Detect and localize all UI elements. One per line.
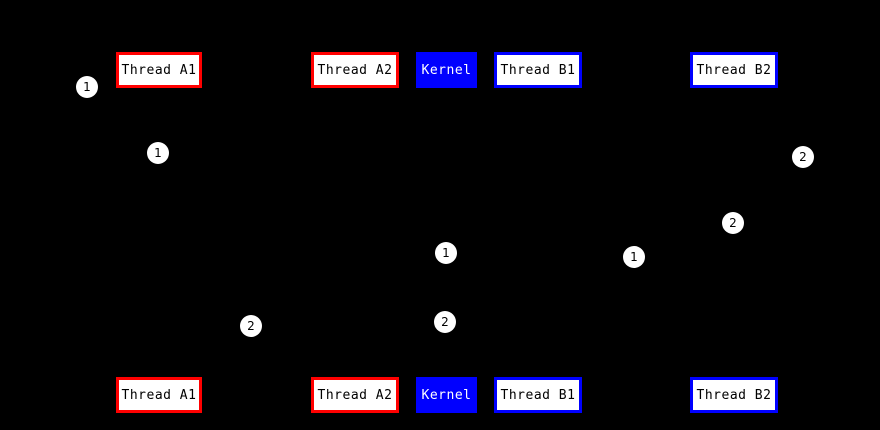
participant-thread-b1-bottom[interactable]: Thread B1 xyxy=(494,377,582,413)
lifeline-thread-a1 xyxy=(159,88,160,377)
lifeline-thread-b1 xyxy=(538,88,539,377)
step-number: 2 xyxy=(799,150,807,164)
participant-kernel-bottom[interactable]: Kernel xyxy=(416,377,477,413)
participant-label: Thread A1 xyxy=(121,387,197,403)
participant-thread-a1-bottom[interactable]: Thread A1 xyxy=(116,377,202,413)
marker-a2-2: 2 xyxy=(240,315,262,337)
marker-kernel-1: 1 xyxy=(435,242,457,264)
msg-kernel-b1 xyxy=(446,252,634,258)
participant-thread-b1-top[interactable]: Thread B1 xyxy=(494,52,582,88)
lifeline-thread-a2 xyxy=(355,88,356,377)
msg-b2-return xyxy=(734,220,803,226)
step-number: 1 xyxy=(630,250,638,264)
msg-a2-kernel xyxy=(355,321,446,327)
participant-label: Thread B1 xyxy=(500,62,576,78)
marker-a1-self-out: 1 xyxy=(147,142,169,164)
participant-thread-a2-bottom[interactable]: Thread A2 xyxy=(311,377,399,413)
lifeline-kernel xyxy=(446,88,447,377)
marker-b2-out: 2 xyxy=(722,212,744,234)
step-number: 2 xyxy=(247,319,255,333)
step-number: 1 xyxy=(442,246,450,260)
step-number: 2 xyxy=(441,315,449,329)
marker-b2-in: 2 xyxy=(792,146,814,168)
participant-thread-b2-top[interactable]: Thread B2 xyxy=(690,52,778,88)
participant-label: Thread A2 xyxy=(317,62,393,78)
participant-label: Thread A2 xyxy=(317,387,393,403)
participant-label: Thread B2 xyxy=(696,387,772,403)
participant-label: Thread B1 xyxy=(500,387,576,403)
marker-b1-1: 1 xyxy=(623,246,645,268)
participant-thread-a1-top[interactable]: Thread A1 xyxy=(116,52,202,88)
step-number: 2 xyxy=(729,216,737,230)
participant-thread-b2-bottom[interactable]: Thread B2 xyxy=(690,377,778,413)
participant-label: Kernel xyxy=(421,387,472,403)
participant-label: Kernel xyxy=(421,62,472,78)
participant-label: Thread B2 xyxy=(696,62,772,78)
participant-label: Thread A1 xyxy=(121,62,197,78)
participant-kernel-top[interactable]: Kernel xyxy=(416,52,477,88)
step-number: 1 xyxy=(83,80,91,94)
step-number: 1 xyxy=(154,146,162,160)
marker-a1-self-in: 1 xyxy=(76,76,98,98)
marker-kernel-2: 2 xyxy=(434,311,456,333)
participant-thread-a2-top[interactable]: Thread A2 xyxy=(311,52,399,88)
